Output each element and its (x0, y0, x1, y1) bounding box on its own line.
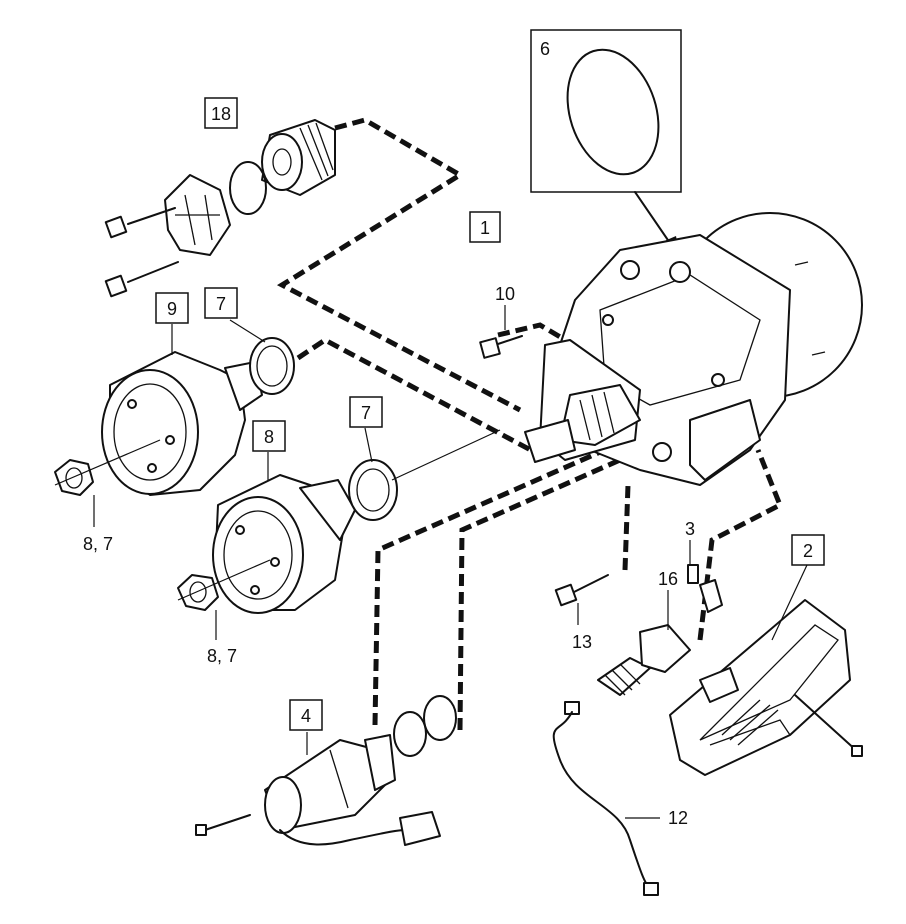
callout-1: 1 (469, 211, 501, 243)
filter-cover-bolt-upper (104, 207, 176, 239)
callout-9-label: 9 (167, 299, 177, 319)
part-7-seal-lower (348, 429, 501, 521)
callout-16: 16 (658, 569, 678, 589)
callout-2: 2 (791, 534, 825, 566)
dashed-line-4-to-housing (372, 427, 652, 726)
callout-leaders (93, 305, 808, 755)
actuator-screw (204, 814, 251, 831)
callout-7-upper-label: 7 (216, 294, 226, 314)
callout-12-label: 12 (668, 808, 688, 828)
callout-18: 18 (204, 97, 238, 129)
callout-8-label: 8 (264, 427, 274, 447)
part-10-bolt (479, 335, 523, 359)
part-18-filter-assembly (104, 119, 336, 298)
callout-10: 10 (495, 284, 515, 304)
part-1-main-housing (524, 212, 863, 486)
callout-7-upper: 7 (204, 287, 238, 319)
callout-10-label: 10 (495, 284, 515, 304)
callout-2-label: 2 (803, 541, 813, 561)
dashed-line-2-to-housing (697, 449, 784, 641)
callout-13: 13 (572, 632, 592, 652)
callout-16-label: 16 (658, 569, 678, 589)
dashed-line-7-to-housing (296, 337, 542, 458)
part-2-control-unit (669, 599, 863, 776)
part-8-clutch-housing (212, 474, 356, 614)
filter-cartridge (261, 119, 336, 196)
inset-frame (530, 29, 682, 193)
callout-4-label: 4 (301, 706, 311, 726)
part-9-clutch-housing (101, 351, 263, 496)
part-16-connector (597, 624, 691, 696)
callout-1-label: 1 (480, 218, 490, 238)
part-8-7-nut-lower (177, 559, 271, 611)
callout-8-7-upper-label: 8, 7 (83, 534, 113, 554)
callout-7-lower-label: 7 (361, 403, 371, 423)
callout-6: 6 (540, 39, 550, 59)
inset-arrow-shaft (634, 191, 673, 247)
callout-8: 8 (252, 420, 286, 452)
part-7-seal-upper (249, 337, 295, 395)
callout-8-7-lower-label: 8, 7 (207, 646, 237, 666)
callout-3-label: 3 (685, 519, 695, 539)
filter-o-ring (229, 161, 267, 215)
callout-6-label: 6 (540, 39, 550, 59)
dashed-line-18-to-housing (276, 117, 522, 413)
part-3-sensor (687, 564, 723, 613)
part-8-7-nut-upper (54, 439, 161, 496)
gasket-ring (566, 48, 660, 176)
callout-4: 4 (289, 699, 323, 731)
callout-9: 9 (155, 292, 189, 324)
housing-splined-shaft (524, 339, 641, 463)
control-unit-bolt (794, 694, 859, 753)
callout-18-label: 18 (211, 104, 231, 124)
part-6-inset (530, 29, 682, 258)
callout-8-7-upper: 8, 7 (83, 534, 113, 554)
dashed-line-13-to-housing (622, 484, 631, 571)
callout-13-label: 13 (572, 632, 592, 652)
filter-cover (164, 174, 231, 256)
part-12-sensor-cable (552, 701, 660, 896)
callout-8-7-lower: 8, 7 (207, 646, 237, 666)
actuator-o-rings (393, 695, 457, 757)
dashed-line-oring-to-housing (457, 437, 667, 731)
filter-cover-bolt-lower (104, 261, 179, 298)
callout-12: 12 (668, 808, 688, 828)
actuator-cable (279, 829, 406, 846)
callout-7-lower: 7 (349, 396, 383, 428)
part-13-bolt (554, 574, 609, 607)
part-4-actuator (195, 734, 441, 846)
callout-3: 3 (685, 519, 695, 539)
